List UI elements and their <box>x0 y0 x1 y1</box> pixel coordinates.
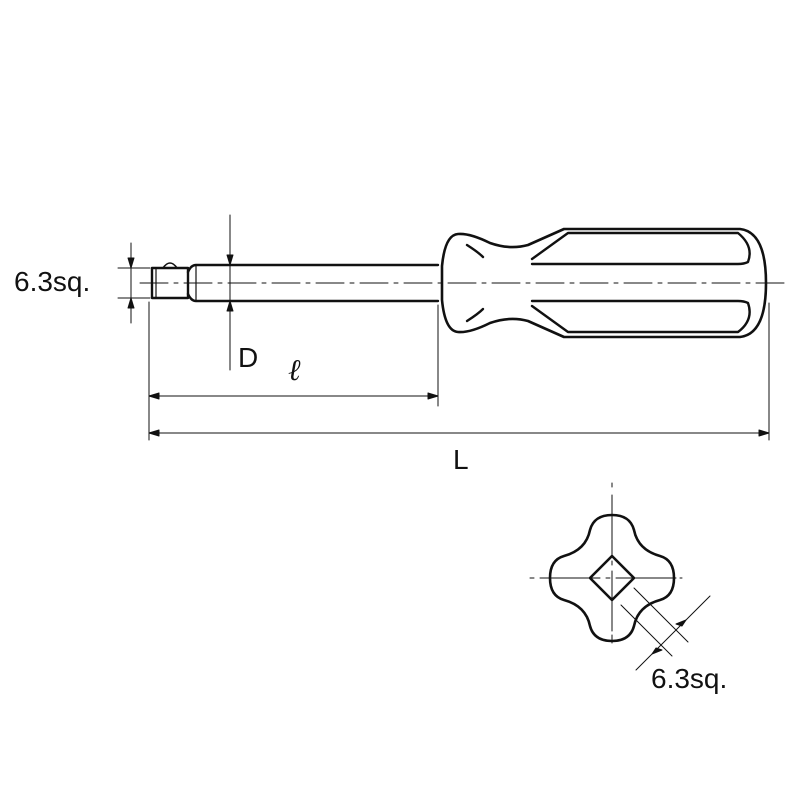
label-square-drive-side: 6.3sq. <box>14 266 91 297</box>
lobed-profile <box>548 513 676 643</box>
label-overall-length: L <box>453 444 469 475</box>
square-drive-tip <box>150 262 190 300</box>
dim-square-drive <box>117 242 151 324</box>
dim-shaft-diameter <box>226 214 234 371</box>
shaft <box>186 263 440 303</box>
handle-outline <box>440 227 768 339</box>
square-hole <box>588 554 636 602</box>
dim-shaft-length <box>148 392 439 400</box>
handle-flutes <box>465 231 751 334</box>
label-shaft-diameter: D <box>238 342 259 373</box>
dim-overall-length <box>148 429 770 437</box>
label-square-drive-end: 6.3sq. <box>651 663 728 694</box>
end-view <box>529 482 711 671</box>
label-shaft-length: ℓ <box>288 354 301 387</box>
extension-lines <box>148 301 770 441</box>
